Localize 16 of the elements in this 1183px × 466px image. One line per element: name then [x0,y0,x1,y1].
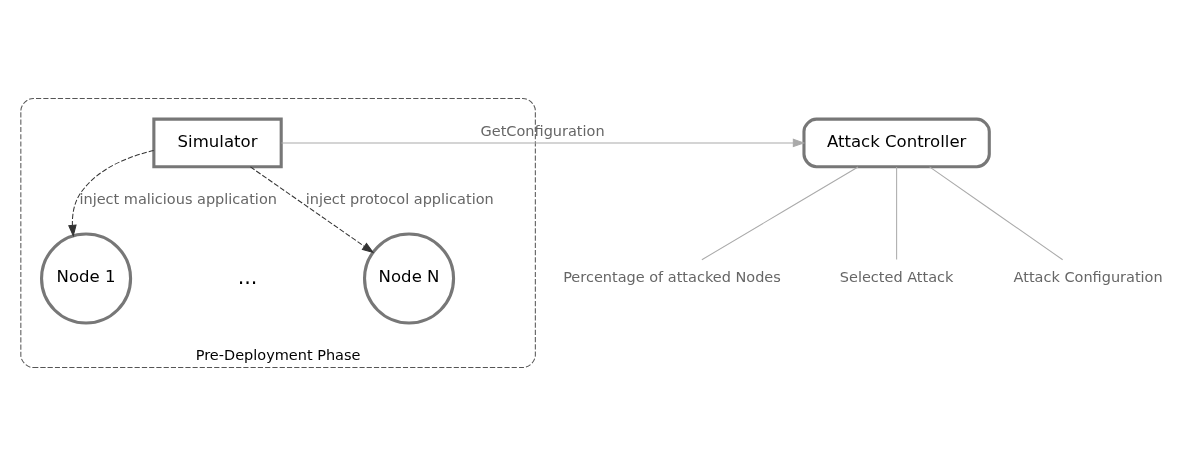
arrow [249,166,375,254]
node-box: Attack Controller [802,117,991,169]
connector [701,166,859,261]
connector [896,166,898,261]
connector [929,166,1064,261]
edge-label: inject malicious application [79,191,277,208]
node-text: Percentage of attacked Nodes [563,269,781,286]
label: ... [237,264,258,289]
node-circle: Node 1 [40,232,133,325]
node-box: Simulator [152,117,283,169]
node-text: Selected Attack [839,269,954,286]
edge-label: inject protocol application [305,191,494,208]
arrow [280,138,806,148]
arrow [68,150,155,238]
node-text: Attack Configuration [1013,269,1163,286]
edge-label: GetConfiguration [480,122,605,139]
